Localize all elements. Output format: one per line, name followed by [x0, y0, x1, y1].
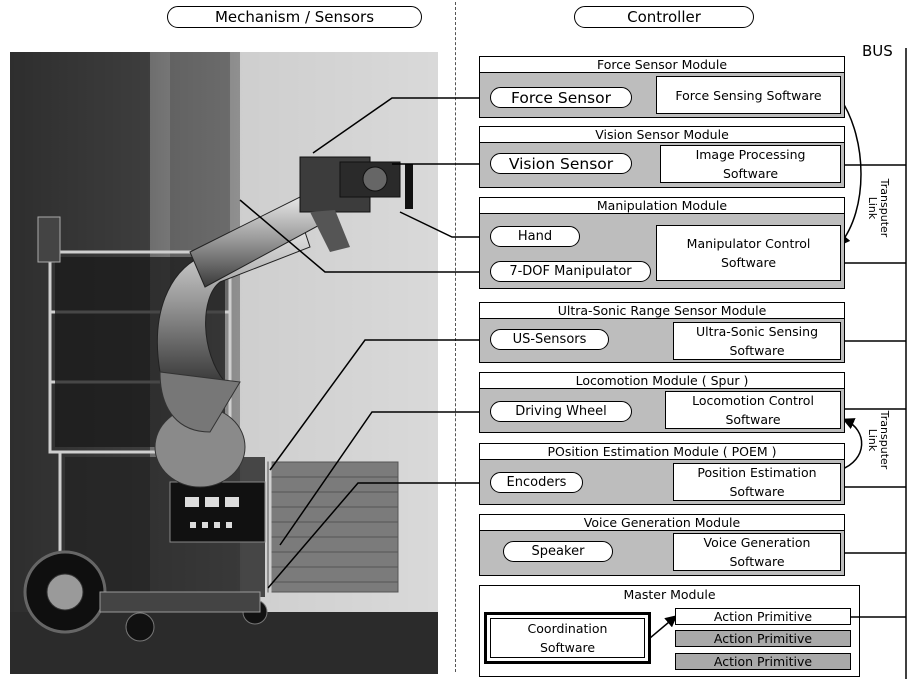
speaker-pill: Speaker	[503, 541, 613, 562]
action-primitive-1: Action Primitive	[675, 608, 851, 625]
transputer-link-top-label: Transputer Link	[866, 178, 890, 238]
action-primitive-2: Action Primitive	[675, 630, 851, 647]
manipulator-control-software: Manipulator Control Software	[656, 225, 841, 281]
ultrasonic-sensing-software: Ultra-Sonic Sensing Software	[673, 322, 841, 360]
master-module-title: Master Module	[480, 587, 859, 602]
position-estimation-software: Position Estimation Software	[673, 463, 841, 501]
force-sensing-software: Force Sensing Software	[656, 76, 841, 114]
module-title: Locomotion Module ( Spur )	[479, 372, 845, 389]
locomotion-control-software: Locomotion Control Software	[665, 391, 841, 429]
center-divider	[455, 2, 456, 672]
voice-generation-software: Voice Generation Software	[673, 533, 841, 571]
mechanism-sensors-header: Mechanism / Sensors	[167, 6, 422, 28]
mechanism-sensors-label: Mechanism / Sensors	[215, 8, 374, 26]
action-primitive-3: Action Primitive	[675, 653, 851, 670]
vision-sensor-pill: Vision Sensor	[490, 153, 632, 174]
encoders-pill: Encoders	[490, 472, 583, 493]
module-title: Manipulation Module	[479, 197, 845, 214]
transputer-link-mid-label: Transputer Link	[866, 410, 890, 470]
robot-photo	[10, 52, 438, 674]
module-title: Vision Sensor Module	[479, 126, 845, 143]
driving-wheel-pill: Driving Wheel	[490, 401, 632, 422]
coordination-software: Coordination Software	[484, 612, 651, 664]
robot-photo-illustration	[10, 52, 438, 674]
us-sensors-pill: US-Sensors	[490, 329, 609, 350]
image-processing-software: Image Processing Software	[660, 145, 841, 183]
force-sensor-pill: Force Sensor	[490, 87, 632, 108]
module-title: Voice Generation Module	[479, 514, 845, 531]
controller-label: Controller	[627, 8, 701, 26]
module-title: POsition Estimation Module ( POEM )	[479, 443, 845, 460]
bus-label: BUS	[862, 42, 893, 60]
manipulator-pill: 7-DOF Manipulator	[490, 261, 651, 282]
controller-header: Controller	[574, 6, 754, 28]
module-title: Force Sensor Module	[479, 56, 845, 73]
module-title: Ultra-Sonic Range Sensor Module	[479, 302, 845, 319]
hand-pill: Hand	[490, 226, 580, 247]
